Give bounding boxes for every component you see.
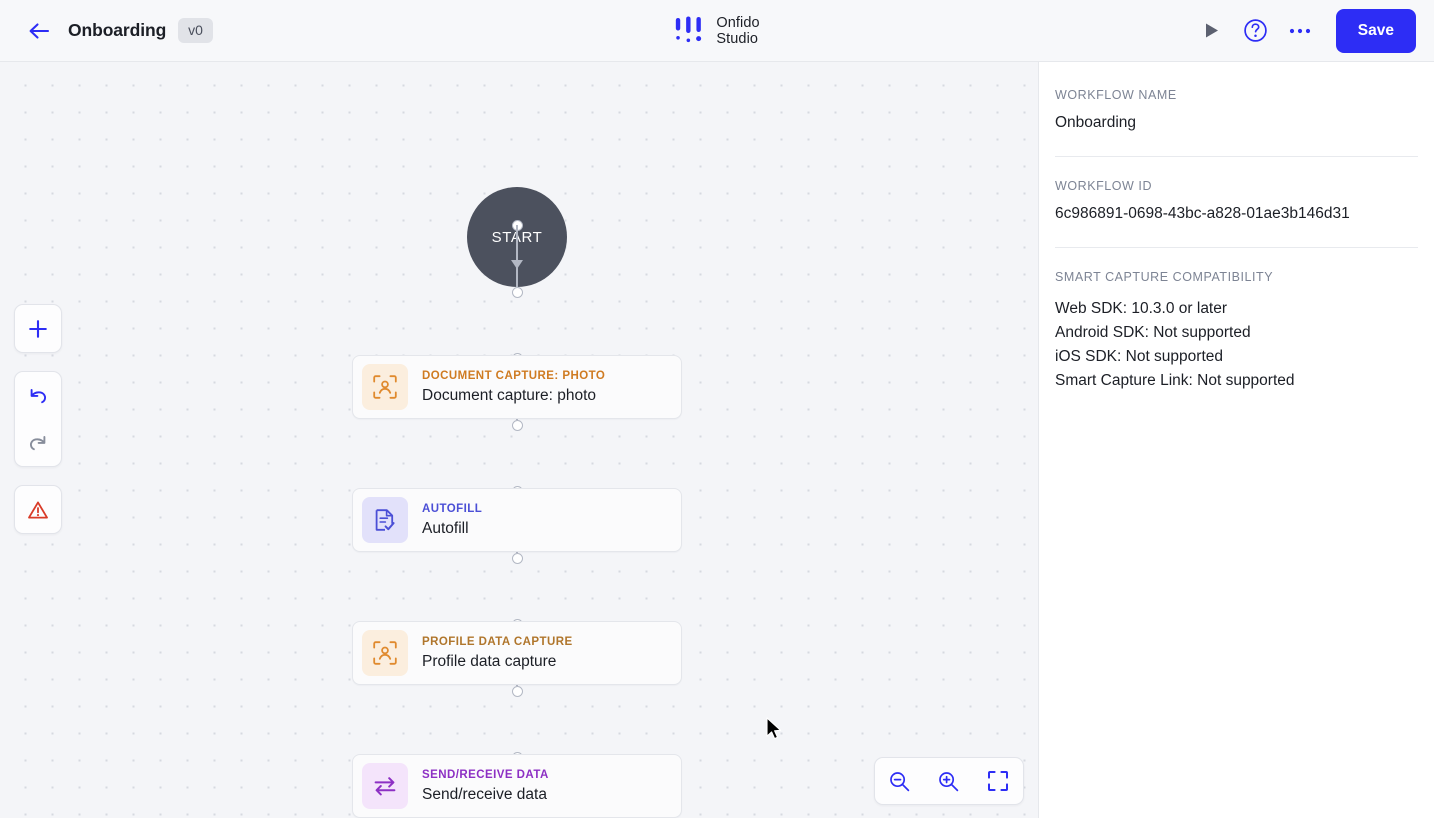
plus-icon xyxy=(29,319,47,338)
node-document-capture-photo[interactable]: DOCUMENT CAPTURE: PHOTO Document capture… xyxy=(352,355,682,419)
mouse-cursor xyxy=(766,717,782,740)
panel-section-workflow-name: WORKFLOW NAME Onboarding xyxy=(1055,88,1418,132)
play-icon xyxy=(1205,23,1218,38)
zoom-in-button[interactable] xyxy=(928,759,970,803)
node-text: AUTOFILL Autofill xyxy=(422,502,482,539)
node-text: PROFILE DATA CAPTURE Profile data captur… xyxy=(422,635,573,672)
brand-logo-group: Onfido Studio xyxy=(674,15,760,47)
document-check-icon xyxy=(375,509,395,531)
connector-line xyxy=(516,225,518,287)
panel-divider xyxy=(1055,247,1418,248)
brand-line-2: Studio xyxy=(716,30,759,47)
node-icon-wrap xyxy=(362,364,408,410)
onfido-sliders-logo xyxy=(675,16,702,43)
compatibility-list: Web SDK: 10.3.0 or later Android SDK: No… xyxy=(1055,297,1418,393)
page-title: Onboarding xyxy=(68,20,167,40)
node-profile-data-capture[interactable]: PROFILE DATA CAPTURE Profile data captur… xyxy=(352,621,682,685)
connector-dot[interactable] xyxy=(511,420,523,431)
connector-dot[interactable] xyxy=(511,686,523,697)
run-button[interactable] xyxy=(1190,9,1234,53)
node-icon-wrap xyxy=(362,497,408,543)
help-button[interactable] xyxy=(1234,9,1278,53)
save-button[interactable]: Save xyxy=(1335,8,1416,53)
canvas-toolbar xyxy=(14,304,62,552)
node-text: DOCUMENT CAPTURE: PHOTO Document capture… xyxy=(422,369,605,406)
redo-button[interactable] xyxy=(15,419,61,466)
question-circle-icon xyxy=(1244,19,1268,42)
toolbar-group-history xyxy=(14,371,62,467)
workflow-name-value: Onboarding xyxy=(1055,114,1137,131)
redo-arrow-icon xyxy=(29,435,46,450)
toolbar-group-issues xyxy=(14,485,62,534)
undo-button[interactable] xyxy=(15,372,61,419)
panel-section-compatibility: SMART CAPTURE COMPATIBILITY Web SDK: 10.… xyxy=(1055,270,1418,393)
compatibility-label: SMART CAPTURE COMPATIBILITY xyxy=(1055,270,1274,284)
exchange-arrows-icon xyxy=(374,777,396,796)
connector-dot[interactable] xyxy=(511,287,523,298)
node-kicker: AUTOFILL xyxy=(422,502,483,515)
arrow-left-icon xyxy=(29,22,50,39)
connector-dot[interactable] xyxy=(511,553,523,564)
panel-section-workflow-id: WORKFLOW ID 6c986891-0698-43bc-a828-01ae… xyxy=(1055,179,1418,223)
face-capture-frame-icon xyxy=(373,641,397,665)
node-send-receive-data[interactable]: SEND/RECEIVE DATA Send/receive data xyxy=(352,754,682,818)
panel-divider xyxy=(1055,156,1418,157)
node-title: Profile data capture xyxy=(422,652,557,670)
compatibility-item: iOS SDK: Not supported xyxy=(1055,348,1223,365)
back-button[interactable] xyxy=(22,14,56,48)
add-node-button[interactable] xyxy=(15,305,61,352)
compatibility-item: Android SDK: Not supported xyxy=(1055,324,1251,341)
workflow-id-label: WORKFLOW ID xyxy=(1055,179,1153,193)
brand-text: Onfido Studio xyxy=(716,15,759,47)
connector-arrowhead xyxy=(511,260,523,269)
magnifier-minus-icon xyxy=(890,771,910,791)
workflow-name-label: WORKFLOW NAME xyxy=(1055,88,1177,102)
compatibility-item: Smart Capture Link: Not supported xyxy=(1055,372,1295,389)
node-kicker: SEND/RECEIVE DATA xyxy=(422,768,549,781)
workflow-id-value: 6c986891-0698-43bc-a828-01ae3b146d31 xyxy=(1055,205,1350,222)
node-title: Autofill xyxy=(422,519,469,537)
version-badge: v0 xyxy=(178,18,213,43)
face-capture-frame-icon xyxy=(373,375,397,399)
undo-arrow-icon xyxy=(30,388,47,403)
warnings-button[interactable] xyxy=(15,486,61,533)
warning-triangle-icon xyxy=(28,501,48,518)
magnifier-plus-icon xyxy=(939,771,959,791)
more-options-button[interactable] xyxy=(1278,9,1322,53)
node-title: Document capture: photo xyxy=(422,386,597,404)
properties-panel: WORKFLOW NAME Onboarding WORKFLOW ID 6c9… xyxy=(1038,62,1434,818)
app-header: Onboarding v0 Onfido Studio xyxy=(0,0,1434,62)
node-icon-wrap xyxy=(362,630,408,676)
node-autofill[interactable]: AUTOFILL Autofill xyxy=(352,488,682,552)
workflow-canvas[interactable]: START xyxy=(0,62,1038,818)
ellipsis-icon xyxy=(1289,28,1310,33)
zoom-controls xyxy=(874,757,1024,805)
brand-line-1: Onfido xyxy=(716,14,760,31)
fit-to-screen-icon xyxy=(988,771,1009,791)
node-kicker: DOCUMENT CAPTURE: PHOTO xyxy=(422,369,606,382)
toolbar-group-add xyxy=(14,304,62,353)
node-text: SEND/RECEIVE DATA Send/receive data xyxy=(422,768,549,805)
fit-to-screen-button[interactable] xyxy=(977,759,1019,803)
node-kicker: PROFILE DATA CAPTURE xyxy=(422,635,573,648)
compatibility-item: Web SDK: 10.3.0 or later xyxy=(1055,300,1228,317)
node-icon-wrap xyxy=(362,763,408,809)
node-title: Send/receive data xyxy=(422,785,547,803)
zoom-out-button[interactable] xyxy=(879,759,921,803)
header-actions: Save xyxy=(1190,8,1416,53)
